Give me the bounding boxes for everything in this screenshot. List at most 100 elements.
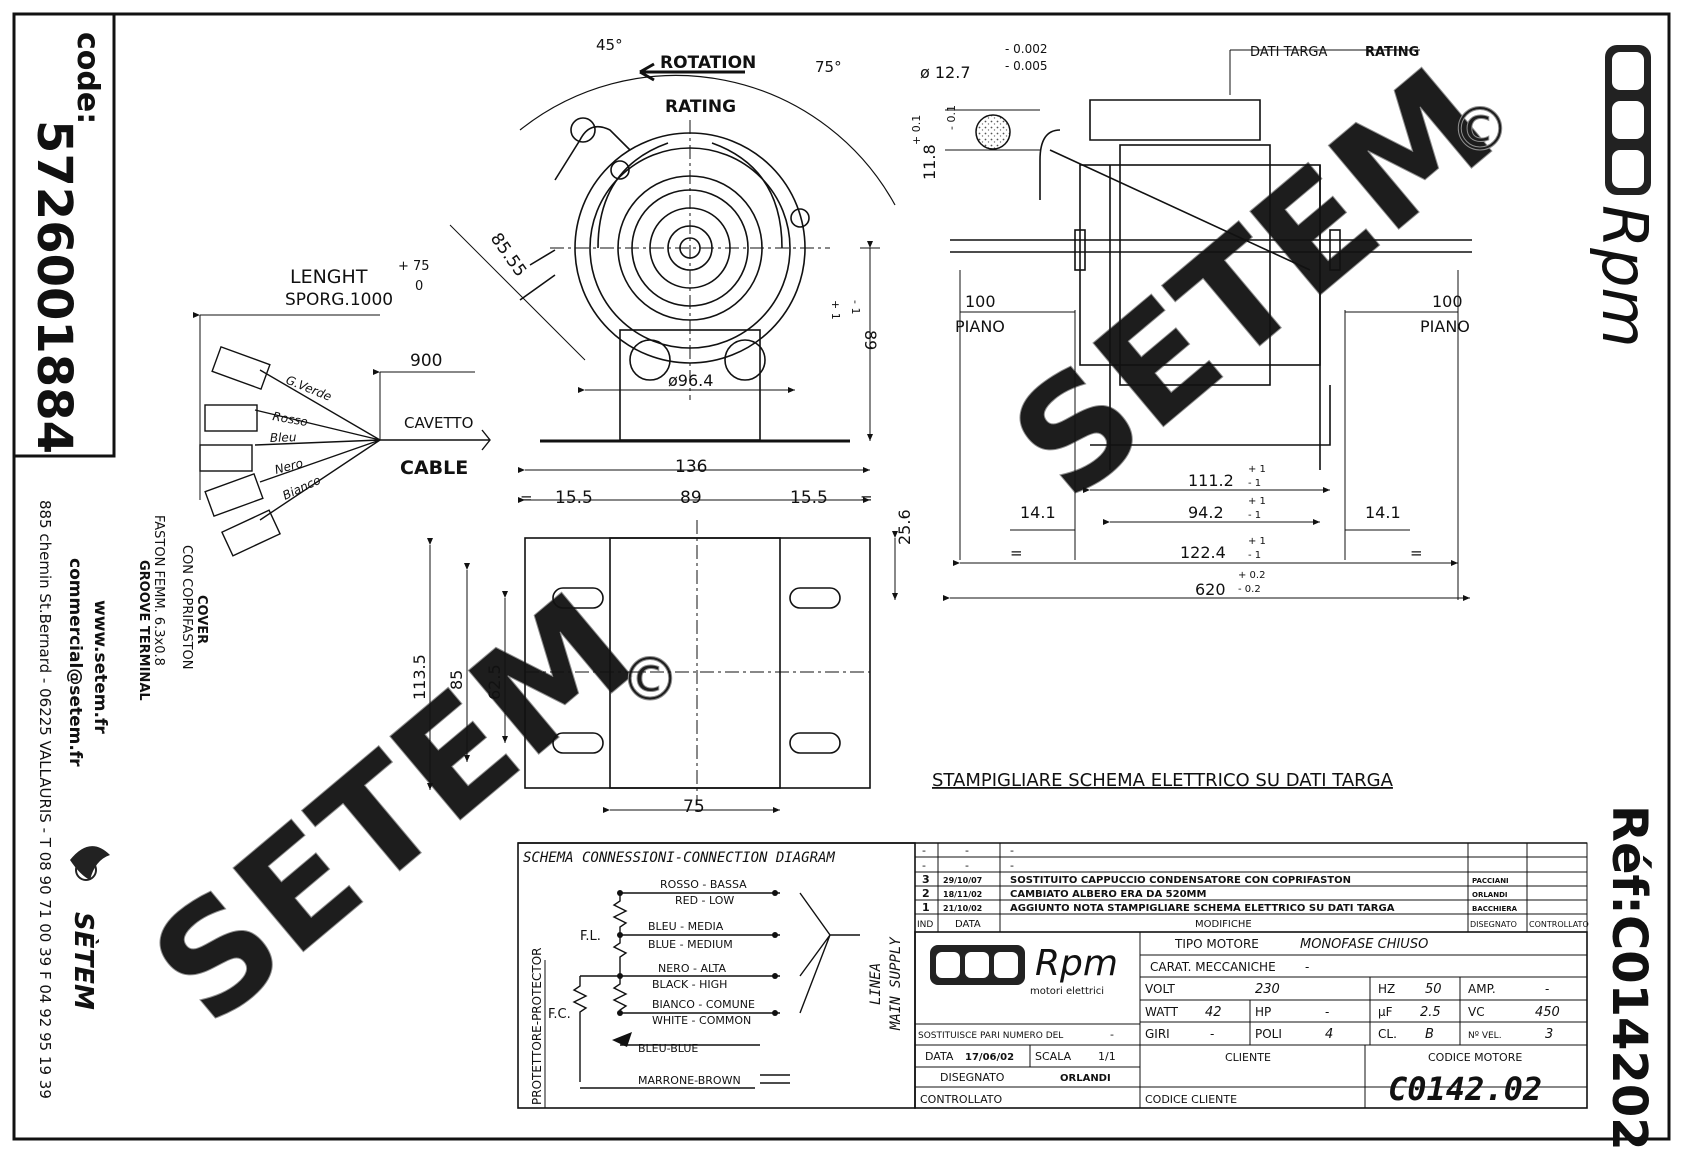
wire-rosso: Rosso [271,409,308,429]
uf-label: µF [1378,1005,1393,1019]
address: 885 chemin St.Bernard - 06225 VALLAURIS … [36,500,54,1099]
cable-label: CABLE [400,457,468,479]
hdr-controllato: CONTROLLATO [1529,920,1589,929]
bleu-blue-label: BLEU-BLUE [638,1042,698,1055]
groove-terminal: GROOVE TERMINAL [136,560,151,701]
codice-motore-value: C0142.02 [1388,1070,1542,1108]
hdr-ind: IND [917,920,933,930]
blank-1-data: - [965,859,969,872]
faston-spec: FASTON FEMM. 6.3x0.8 [151,515,166,666]
dim-15-5-left: 15.5 [555,488,593,508]
data-label: DATA [925,1050,954,1063]
cl-value: B [1425,1027,1434,1042]
dim-94-2: 94.2 [1188,503,1224,522]
dim-89-vertical: 89 [861,330,880,350]
blank-0-desc: - [1010,844,1014,857]
dim-94-2-tol-p: + 1 [1248,496,1266,507]
motor-front-view [449,74,896,443]
watermark-right: SETEM © [981,36,1526,533]
scala-value: 1/1 [1098,1050,1116,1063]
rpm-logo-title: Rpm motori elettrici [930,943,1118,997]
dim-111-2-tol-p: + 1 [1248,464,1266,475]
disegnato-value: ORLANDI [1060,1073,1111,1084]
hz-label: HZ [1378,982,1395,996]
tipo-motore-label: TIPO MOTORE [1174,937,1259,951]
sporg-tol-plus: + 75 [398,259,430,274]
rating-label: RATING [665,97,736,117]
dim-14-1-right: 14.1 [1365,503,1401,522]
rotation-arrow-icon [639,62,745,82]
shaft-flat-tol2: + 0.1 [910,115,923,145]
protector-label: PROTETTORE-PROTECTOR [530,948,544,1106]
dim-25-6: 25.6 [895,509,914,545]
watermark-text-right: SETEM [981,36,1525,532]
dim-900: 900 [410,351,442,371]
lenght-label: LENGHT [290,266,368,288]
tipo-motore-value: MONOFASE CHIUSO [1300,937,1428,952]
rev-1-desc: AGGIUNTO NOTA STAMPIGLIARE SCHEMA ELETTR… [1010,903,1395,914]
dim-136: 136 [675,457,707,477]
dim-14-1-left: 14.1 [1020,503,1056,522]
dim-100-left: 100 [965,292,996,311]
hdr-data: DATA [955,919,981,930]
blank-0-data: - [965,844,969,857]
row-0-en: RED - LOW [675,894,734,907]
dim-94-2-tol-m: - 1 [1248,510,1261,521]
eq-right: = [860,489,873,507]
rpm-logo-right: Rpm [1588,45,1661,348]
blank-1-desc: - [1010,859,1014,872]
sporg-tol-minus: 0 [415,279,423,294]
dim-100-right: 100 [1432,292,1463,311]
wire-bleu: Bleu [270,430,297,445]
codice-motore-label: CODICE MOTORE [1428,1051,1522,1064]
shaft-flat: 11.8 [920,144,939,180]
email: commercial@setem.fr [65,558,85,767]
rev-3-data: 29/10/07 [943,876,982,885]
base-plate-view [427,467,898,813]
shaft-tol1: - 0.002 [1005,42,1048,56]
code-label: code: [70,32,105,124]
eq-left: = [520,489,533,507]
dim-85: 85 [447,670,466,690]
watt-value: 42 [1205,1005,1222,1020]
carat-value: - [1305,960,1309,974]
shaft-flat-tol1: - 0.1 [945,105,958,130]
watt-label: WATT [1145,1005,1179,1019]
marrone-label: MARRONE-BROWN [638,1074,741,1087]
row-2-en: BLACK - HIGH [652,978,727,991]
dati-targa-label: DATI TARGA [1250,45,1328,60]
dim-620: 620 [1195,580,1226,599]
vc-value: 450 [1535,1005,1560,1020]
linea-label: LINEA [868,963,884,1005]
dim-15-5-right: 15.5 [790,488,828,508]
row-3-en: WHITE - COMMON [652,1014,751,1027]
hp-value: - [1325,1005,1329,1019]
sostituisce-value: - [1110,1028,1114,1041]
sostituisce-label: SOSTITUISCE PARI NUMERO DEL [918,1031,1063,1041]
rev-1-data: 21/10/02 [943,904,982,913]
dim-89-tol-m: - 1 [849,300,862,314]
coprifaston: CON COPRIFASTON [179,545,194,670]
uf-value: 2.5 [1420,1005,1441,1020]
website: www.setem.fr [90,600,110,734]
code-panel: code: 5726001884 [26,32,105,454]
watermark-copyright-right: © [1450,95,1510,165]
poli-label: POLI [1255,1027,1282,1041]
protector-icon [612,1032,632,1047]
piano-right: PIANO [1420,317,1470,336]
poli-value: 4 [1325,1027,1333,1042]
dim-122-4-tol-m: - 1 [1248,550,1261,561]
controllato-label: CONTROLLATO [920,1093,1002,1106]
fc-label: F.C. [548,1007,571,1022]
reference-panel: Réf: C014202 [1601,805,1657,1151]
rev-2-desc: CAMBIATO ALBERO ERA DA 520MM [1010,889,1206,900]
hz-value: 50 [1425,982,1442,997]
wire-nero: Nero [273,456,304,477]
cable-assembly [193,312,491,557]
carat-label: CARAT. MECCANICHE [1150,960,1276,974]
fl-label: F.L. [580,929,601,944]
row-2-it: NERO - ALTA [658,962,726,975]
scala-label: SCALA [1035,1050,1072,1063]
blank-0-ind: - [922,844,926,857]
